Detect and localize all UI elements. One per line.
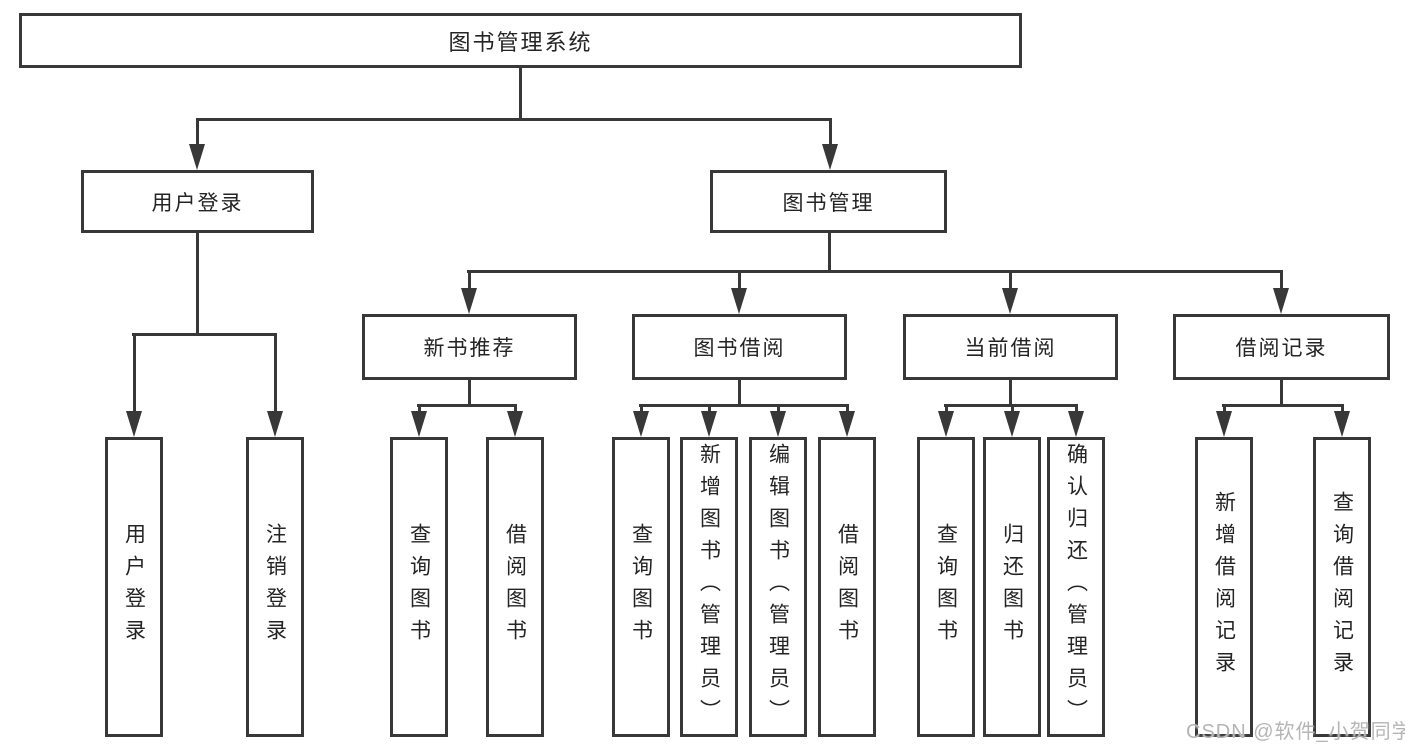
arrow-down-icon — [828, 118, 832, 144]
node-borrowing-records: 借阅记录 — [1173, 314, 1390, 380]
node-label: 用户登录 — [151, 191, 244, 215]
arrow-down-icon — [1340, 404, 1344, 411]
leaf-borrow-books-recommend: 借阅图书 — [486, 437, 544, 737]
leaf-query-books-current: 查询图书 — [917, 437, 975, 737]
leaf-label: 查询图书 — [407, 523, 431, 651]
arrow-down-icon — [417, 404, 421, 411]
leaf-label: 查询图书 — [934, 523, 958, 651]
arrow-down-icon — [273, 333, 277, 411]
arrow-down-icon — [1010, 404, 1014, 411]
node-label: 图书借阅 — [693, 337, 786, 360]
connector-book-mgmt-stem — [827, 233, 831, 272]
connector-group-branch — [639, 404, 849, 407]
arrow-down-icon — [1279, 270, 1283, 288]
leaf-label: 查询图书 — [629, 523, 653, 651]
node-new-book-recommend: 新书推荐 — [362, 314, 577, 380]
node-label: 当前借阅 — [964, 337, 1057, 360]
leaf-query-books-borrowing: 查询图书 — [612, 437, 670, 737]
arrow-down-icon — [707, 404, 711, 411]
leaf-label: 借阅图书 — [503, 523, 527, 651]
arrow-down-icon — [1074, 404, 1078, 411]
leaf-label: 用户登录 — [122, 523, 146, 651]
leaf-user-login: 用户登录 — [105, 437, 163, 737]
node-label: 新书推荐 — [423, 337, 516, 360]
connector-root-stem — [519, 68, 522, 120]
arrow-down-icon — [1008, 270, 1012, 288]
node-label: 图书管理系统 — [448, 29, 593, 55]
leaf-label: 借阅图书 — [835, 523, 859, 651]
connector-level2-branch — [467, 270, 1283, 273]
leaf-logout: 注销登录 — [246, 437, 304, 737]
connector-level1-branch — [196, 118, 832, 121]
node-root-library-system: 图书管理系统 — [19, 13, 1022, 68]
csdn-watermark: CSDN @软件_小贺同学 — [1186, 721, 1405, 743]
node-book-management: 图书管理 — [710, 170, 947, 233]
connector-user-login-branch — [132, 333, 277, 336]
connector-stem — [1008, 378, 1012, 406]
leaf-label: 注销登录 — [263, 523, 287, 651]
arrow-down-icon — [467, 270, 471, 288]
leaf-edit-books-admin: 编辑图书（管理员） — [749, 437, 807, 737]
node-current-borrowing: 当前借阅 — [903, 314, 1118, 380]
arrow-down-icon — [195, 118, 199, 144]
arrow-down-icon — [132, 333, 136, 411]
leaf-label: 确认归还（管理员） — [1064, 443, 1088, 731]
leaf-confirm-return-admin: 确认归还（管理员） — [1047, 437, 1105, 737]
arrow-down-icon — [845, 404, 849, 411]
node-label: 借阅记录 — [1235, 337, 1328, 360]
leaf-query-books-recommend: 查询图书 — [390, 437, 448, 737]
leaf-borrow-books: 借阅图书 — [818, 437, 876, 737]
leaf-label: 查询借阅记录 — [1330, 491, 1354, 683]
leaf-add-borrow-record: 新增借阅记录 — [1195, 437, 1253, 737]
node-book-borrowing: 图书借阅 — [632, 314, 847, 380]
leaf-label: 编辑图书（管理员） — [766, 443, 790, 731]
connector-stem — [1279, 378, 1283, 406]
leaf-query-borrow-record: 查询借阅记录 — [1313, 437, 1371, 737]
arrow-down-icon — [944, 404, 948, 411]
leaf-label: 新增图书（管理员） — [697, 443, 721, 731]
node-user-login: 用户登录 — [81, 170, 314, 233]
arrow-down-icon — [737, 270, 741, 288]
arrow-down-icon — [776, 404, 780, 411]
connector-group-branch — [417, 404, 517, 407]
connector-stem — [737, 378, 741, 406]
connector-stem — [467, 378, 471, 406]
connector-group-branch — [1222, 404, 1344, 407]
leaf-add-books-admin: 新增图书（管理员） — [680, 437, 738, 737]
arrow-down-icon — [1222, 404, 1226, 411]
connector-user-login-stem — [196, 233, 199, 335]
leaf-return-books: 归还图书 — [983, 437, 1041, 737]
leaf-label: 新增借阅记录 — [1212, 491, 1236, 683]
arrow-down-icon — [639, 404, 643, 411]
leaf-label: 归还图书 — [1000, 523, 1024, 651]
node-label: 图书管理 — [782, 191, 875, 215]
arrow-down-icon — [513, 404, 517, 411]
